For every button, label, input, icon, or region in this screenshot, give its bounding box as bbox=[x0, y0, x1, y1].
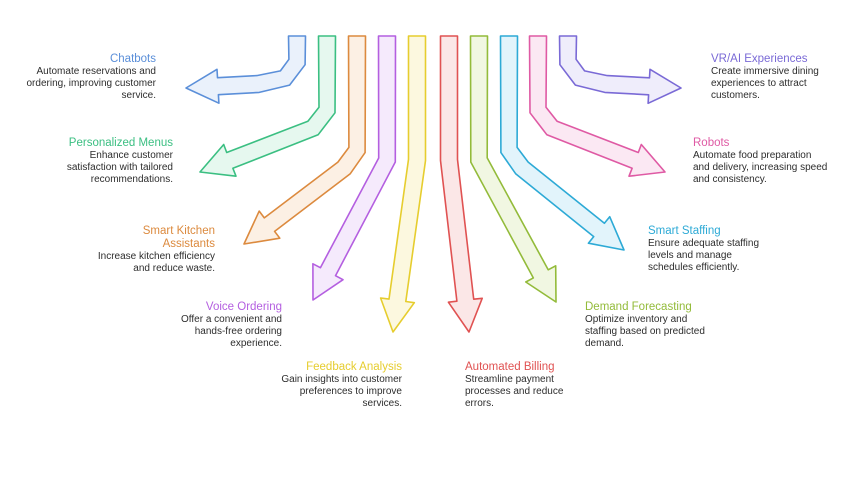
label-chatbots: Chatbots Automate reservations and order… bbox=[6, 53, 157, 102]
label-desc: Offer a convenient and hands-free orderi… bbox=[181, 314, 282, 349]
arrow-personalized bbox=[199, 35, 337, 177]
label-desc: Ensure adequate staffing levels and mana… bbox=[648, 238, 760, 273]
label-voice-ordering: Voice Ordering Offer a convenient and ha… bbox=[164, 301, 282, 350]
label-robots: Robots Automate food preparation and del… bbox=[693, 137, 829, 186]
label-title: Feedback Analysis bbox=[306, 361, 402, 373]
arrow-feedback bbox=[379, 35, 427, 333]
arrow-smart-staffing bbox=[499, 35, 625, 251]
label-vr-ai-experiences: VR/AI Experiences Create immersive dinin… bbox=[711, 53, 841, 102]
label-desc: Optimize inventory and staffing based on… bbox=[585, 314, 705, 349]
arrow-voice-ordering bbox=[312, 35, 397, 301]
label-title: Demand Forecasting bbox=[585, 301, 692, 313]
label-title: Voice Ordering bbox=[205, 301, 282, 313]
label-desc: Streamline payment processes and reduce … bbox=[465, 374, 564, 409]
label-desc: Automate reservations and ordering, impr… bbox=[26, 66, 157, 101]
label-title: Personalized Menus bbox=[68, 137, 173, 149]
arrow-smart-kitchen bbox=[243, 35, 367, 245]
label-smart-kitchen-assistants: Smart Kitchen Assistants Increase kitche… bbox=[85, 225, 215, 275]
label-title: Automated Billing bbox=[465, 361, 555, 373]
label-automated-billing: Automated Billing Streamline payment pro… bbox=[465, 361, 577, 410]
label-feedback-analysis: Feedback Analysis Gain insights into cus… bbox=[264, 361, 402, 410]
arrow-billing bbox=[439, 35, 483, 333]
label-desc: Gain insights into customer preferences … bbox=[281, 374, 402, 409]
label-desc: Enhance customer satisfaction with tailo… bbox=[66, 150, 173, 185]
label-title: Robots bbox=[693, 137, 730, 149]
label-desc: Create immersive dining experiences to a… bbox=[711, 66, 819, 101]
label-title: Smart Kitchen Assistants bbox=[142, 225, 215, 250]
label-title: VR/AI Experiences bbox=[711, 53, 808, 65]
label-demand-forecasting: Demand Forecasting Optimize inventory an… bbox=[585, 301, 721, 350]
label-title: Chatbots bbox=[109, 53, 156, 65]
arrow-demand bbox=[469, 35, 557, 303]
label-desc: Automate food preparation and delivery, … bbox=[693, 150, 828, 185]
label-smart-staffing: Smart Staffing Ensure adequate staffing … bbox=[648, 225, 774, 274]
arrow-chatbots bbox=[185, 35, 307, 104]
label-personalized-menus: Personalized Menus Enhance customer sati… bbox=[45, 137, 173, 186]
label-title: Smart Staffing bbox=[648, 225, 721, 237]
arrow-vr-ai bbox=[558, 35, 682, 105]
arrow-robots bbox=[528, 35, 666, 177]
label-desc: Increase kitchen efficiency and reduce w… bbox=[97, 251, 215, 274]
